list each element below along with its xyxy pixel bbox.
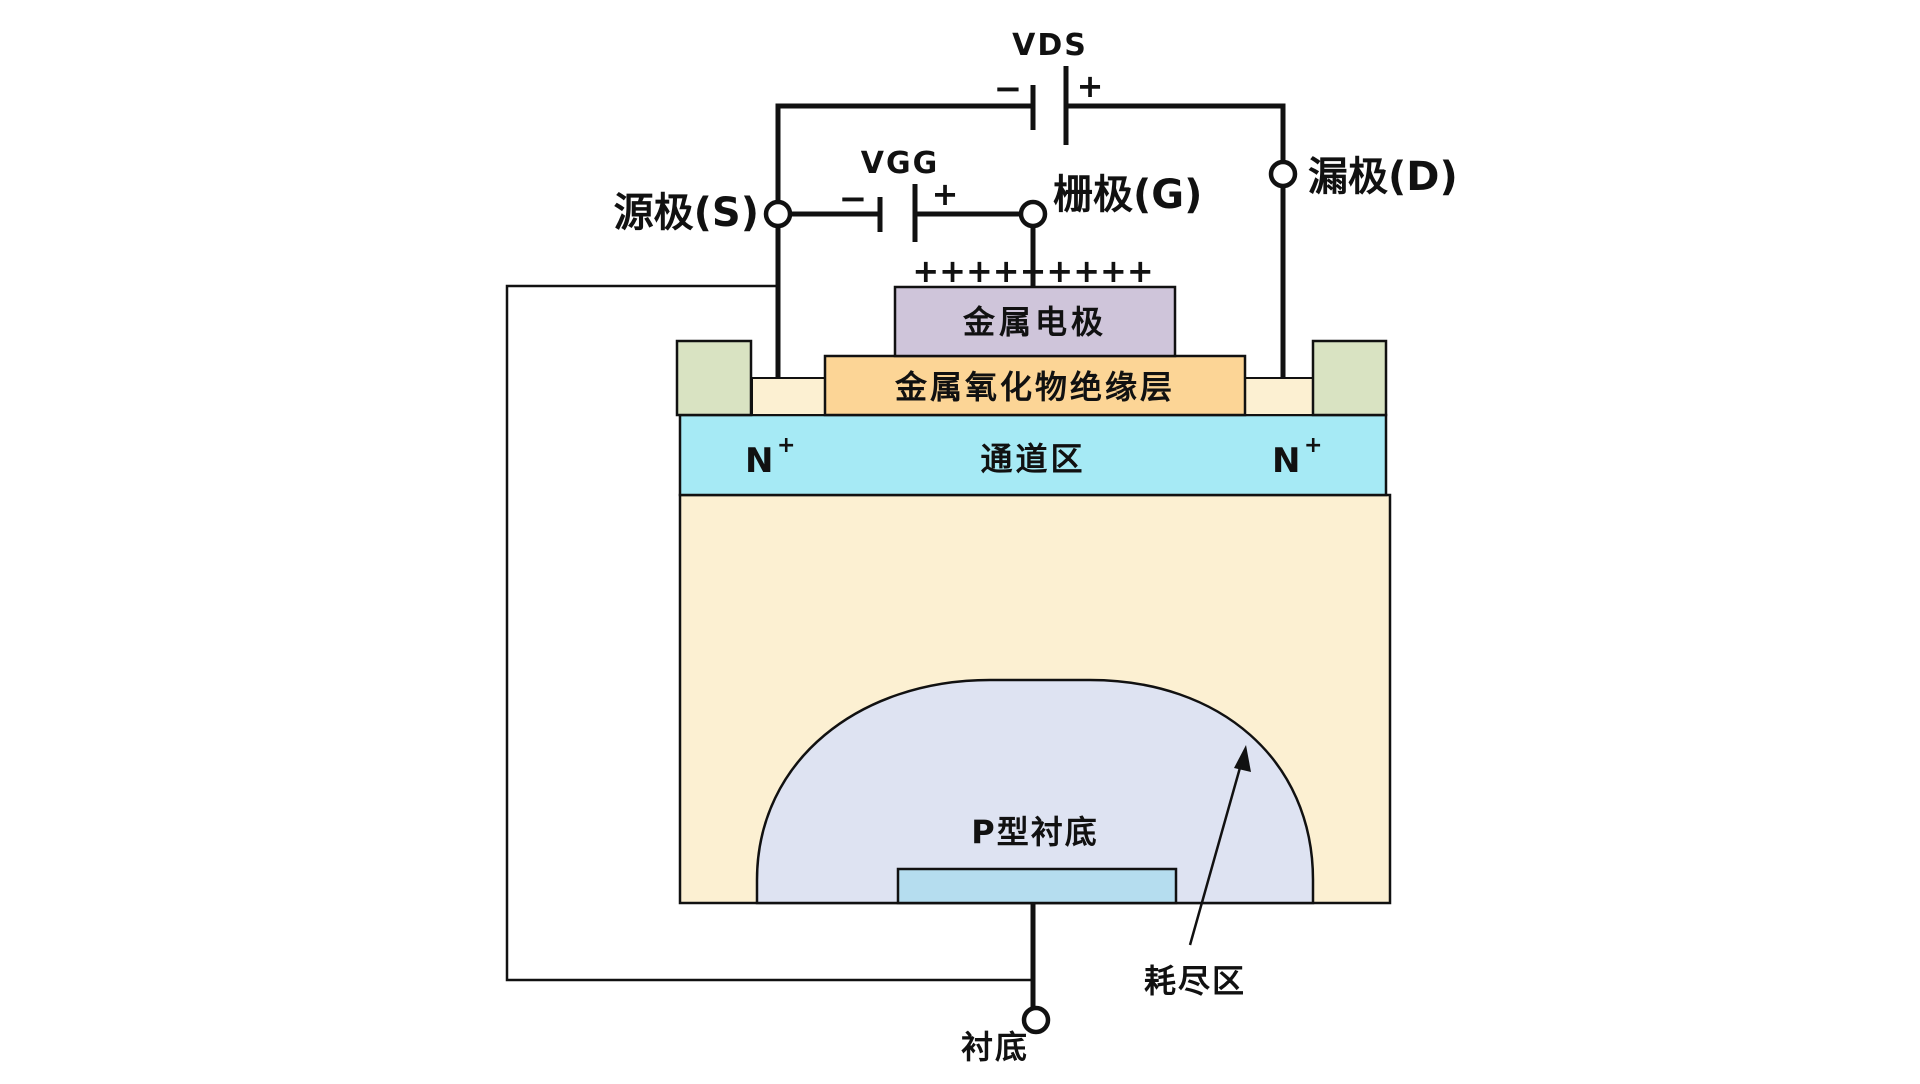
metal-electrode — [893, 285, 1177, 358]
metal-electrode-label: 金属电极 — [962, 303, 1107, 341]
surface-strip-right — [1244, 377, 1316, 416]
vds-wire-left — [775, 103, 1033, 378]
gate-label: 栅极(G) — [1053, 172, 1202, 218]
substrate-terminal-label: 衬底 — [961, 1028, 1029, 1066]
vds-label: VDS — [1012, 28, 1088, 63]
depletion-label: 耗尽区 — [1144, 962, 1246, 1000]
bottom-contact — [896, 867, 1178, 905]
vgg-plus-sign: + — [932, 175, 959, 213]
n-plus-left-sup: + — [777, 433, 795, 458]
source-label: 源极(S) — [614, 190, 759, 236]
vgg-label: VGG — [861, 146, 939, 181]
vds-plus-sign: + — [1077, 67, 1104, 105]
depletion-region — [755, 678, 1315, 905]
gate-charges: +++++++++ — [912, 252, 1153, 290]
n-plus-right-sup: + — [1304, 433, 1322, 458]
gate-terminal-icon — [1018, 199, 1048, 229]
n-region-band — [678, 413, 1388, 497]
substrate-terminal-icon — [1021, 1005, 1051, 1035]
oxide-layer-label: 金属氧化物绝缘层 — [894, 368, 1175, 406]
oxide-layer — [823, 354, 1247, 417]
n-plus-left: N — [745, 441, 773, 481]
depletion-arrow-line — [1188, 756, 1245, 946]
drain-contact-block — [1311, 339, 1388, 417]
depletion-arrow-head-icon — [1234, 745, 1251, 772]
vgg-minus-sign: − — [839, 179, 868, 219]
substrate-loop-wire — [505, 284, 1033, 982]
source-contact-block — [675, 339, 753, 417]
n-plus-right: N — [1272, 441, 1300, 481]
vds-wire-right — [1066, 103, 1286, 162]
p-substrate-label: P型衬底 — [971, 813, 1098, 851]
drain-terminal-icon — [1268, 159, 1298, 189]
channel-label: 通道区 — [980, 440, 1085, 478]
source-terminal-icon — [763, 199, 793, 229]
vds-minus-sign: − — [994, 69, 1023, 109]
drain-label: 漏极(D) — [1308, 154, 1458, 200]
surface-strip-left — [751, 377, 826, 416]
